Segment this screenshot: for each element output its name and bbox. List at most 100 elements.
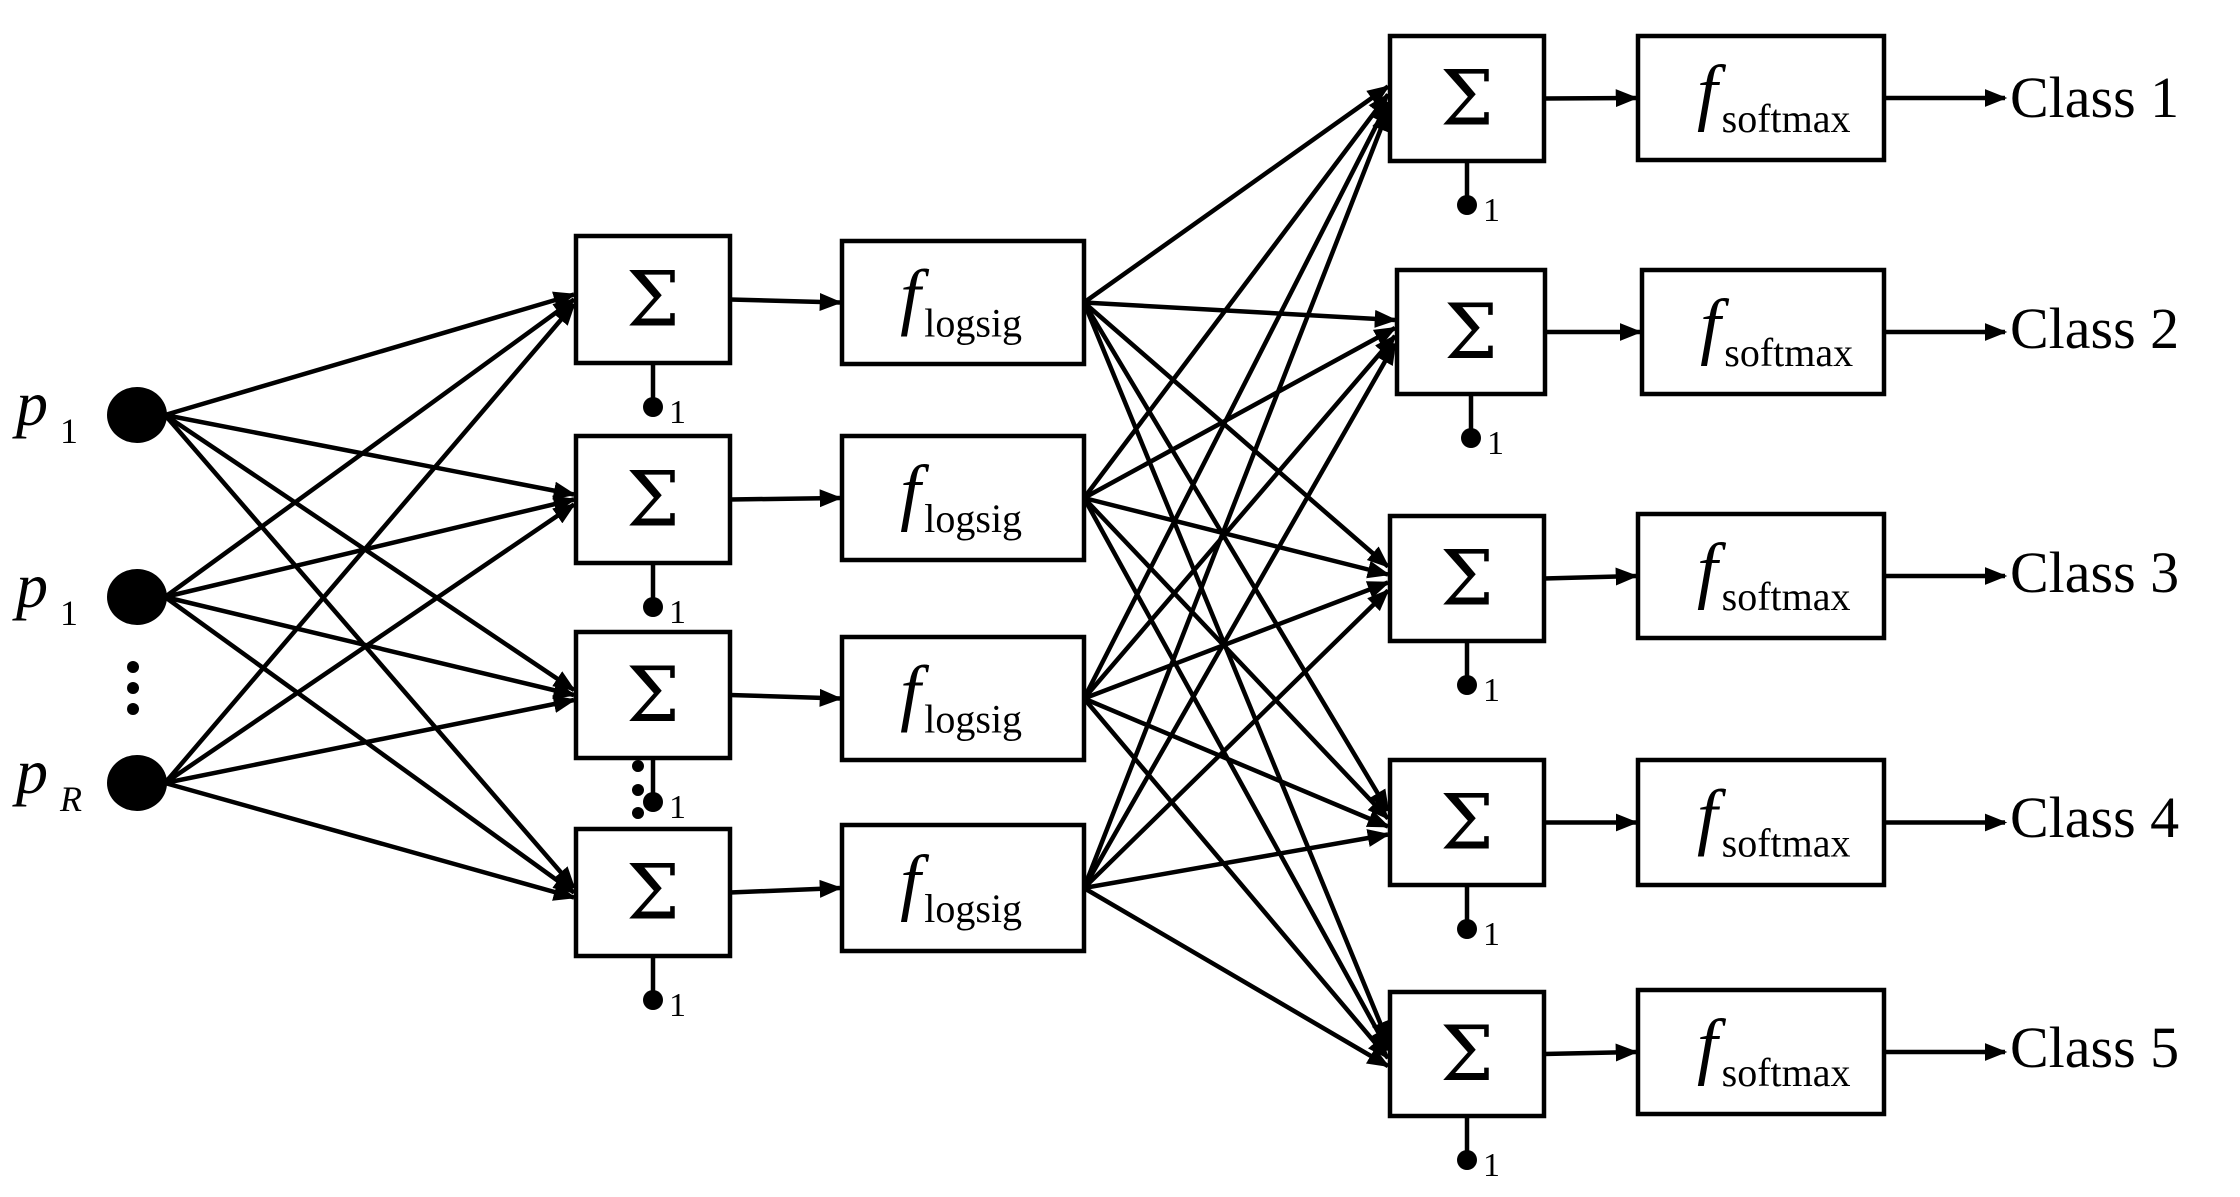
output-activation-1-subscript: softmax bbox=[1722, 96, 1851, 141]
edge-hidden-2-to-output-sum-4 bbox=[1082, 496, 1390, 821]
output-sum-node-3-bias-label: 1 bbox=[1483, 672, 1500, 709]
edge-hidden-1-to-output-sum-5 bbox=[1081, 301, 1391, 1045]
edge-hidden-3-to-output-sum-2 bbox=[1082, 334, 1397, 700]
hidden-sum-node-3-symbol: Σ bbox=[626, 650, 680, 739]
output-sum-node-3-bias-dot bbox=[1457, 675, 1477, 695]
connection-edges bbox=[163, 84, 2008, 1068]
hidden-ellipsis-dot-1 bbox=[632, 760, 644, 772]
input-label-3: p bbox=[12, 736, 48, 807]
edge-input-2-to-hidden-sum-4 bbox=[163, 595, 576, 895]
edge-input-3-to-hidden-sum-2 bbox=[163, 502, 576, 785]
hidden-sum-node-4-box bbox=[573, 826, 733, 959]
output-sum-node-5-box bbox=[1387, 989, 1547, 1119]
hidden-ellipsis-dot-3 bbox=[632, 807, 644, 819]
hidden-sum-node-3-bias-dot bbox=[643, 792, 663, 812]
edge-input-3-to-hidden-sum-1 bbox=[163, 302, 576, 785]
class-label-5: Class 5 bbox=[2010, 1015, 2179, 1080]
edge-hidden-4-to-output-sum-4 bbox=[1083, 829, 1391, 891]
hidden-activation-3-box bbox=[839, 634, 1087, 763]
output-sum-node-4-symbol: Σ bbox=[1440, 778, 1494, 867]
edge-hidden-1-to-output-sum-3 bbox=[1082, 300, 1390, 569]
output-activation-3-box bbox=[1635, 511, 1887, 641]
input-node-2 bbox=[107, 569, 167, 625]
output-activation-2-box bbox=[1639, 267, 1887, 397]
output-activation-1-box bbox=[1635, 33, 1887, 163]
output-activation-4-subscript: softmax bbox=[1722, 821, 1851, 866]
edge-input-2-to-hidden-sum-2 bbox=[164, 495, 577, 600]
hidden-sum-node-1-bias-dot bbox=[643, 397, 663, 417]
class-label-2: Class 2 bbox=[2010, 296, 2179, 361]
hidden-sum-node-2-bias-dot bbox=[643, 597, 663, 617]
edge-input-3-to-hidden-sum-3 bbox=[164, 695, 577, 786]
hidden-activation-4-box bbox=[839, 822, 1087, 954]
output-sum-node-1-symbol: Σ bbox=[1440, 54, 1494, 143]
input-subscript-3: R bbox=[59, 779, 82, 819]
output-sum-node-2-box bbox=[1394, 267, 1548, 397]
output-sum-node-5-bias-dot bbox=[1457, 1150, 1477, 1170]
input-subscript-2: 1 bbox=[60, 593, 78, 633]
class-label-3: Class 3 bbox=[2010, 540, 2179, 605]
output-sum-node-5-bias-label: 1 bbox=[1483, 1147, 1500, 1184]
edge-output-sum-5-to-activation bbox=[1543, 1043, 1639, 1062]
input-label-1: p bbox=[12, 368, 48, 439]
hidden-sum-node-3-bias-label: 1 bbox=[669, 789, 686, 826]
edge-input-3-to-hidden-sum-4 bbox=[164, 780, 577, 901]
hidden-sum-node-1-symbol: Σ bbox=[626, 255, 680, 344]
edge-hidden-3-to-output-sum-1 bbox=[1081, 100, 1391, 700]
hidden-activation-2-subscript: logsig bbox=[924, 496, 1022, 541]
edge-output-sum-1-to-activation bbox=[1543, 89, 1639, 108]
output-sum-node-1-box bbox=[1387, 33, 1547, 164]
hidden-sum-node-3-box bbox=[573, 629, 733, 761]
edge-hidden-sum-1-to-activation bbox=[729, 292, 843, 311]
input-node-3 bbox=[107, 755, 167, 811]
hidden-activation-1-subscript: logsig bbox=[924, 301, 1022, 346]
output-activation-4-box bbox=[1635, 757, 1887, 888]
output-sum-node-4-bias-label: 1 bbox=[1483, 916, 1500, 953]
hidden-sum-node-4-bias-dot bbox=[643, 990, 663, 1010]
input-ellipsis-dot-2 bbox=[127, 682, 139, 694]
output-sum-node-1-bias-dot bbox=[1457, 195, 1477, 215]
edge-hidden-4-to-output-sum-1 bbox=[1081, 108, 1391, 889]
hidden-sum-node-4-symbol: Σ bbox=[626, 848, 680, 937]
edge-hidden-4-to-output-sum-5 bbox=[1082, 886, 1390, 1068]
hidden-activation-2-box bbox=[839, 433, 1087, 563]
hidden-activation-1-box bbox=[839, 238, 1087, 367]
hidden-sum-node-2-bias-label: 1 bbox=[669, 594, 686, 631]
edge-output-sum-3-to-activation bbox=[1543, 567, 1639, 586]
output-activation-5-box bbox=[1635, 987, 1887, 1117]
input-ellipsis-dot-1 bbox=[127, 661, 139, 673]
input-node-1 bbox=[107, 387, 167, 443]
edge-hidden-2-to-output-sum-2 bbox=[1082, 326, 1397, 500]
output-activation-3-subscript: softmax bbox=[1722, 574, 1851, 619]
output-sum-node-2-symbol: Σ bbox=[1444, 287, 1498, 376]
output-sum-node-1-bias-label: 1 bbox=[1483, 192, 1500, 229]
hidden-sum-node-2-box bbox=[573, 433, 733, 566]
hidden-activation-3-subscript: logsig bbox=[924, 697, 1022, 742]
output-sum-node-4-bias-dot bbox=[1457, 919, 1477, 939]
output-sum-node-3-box bbox=[1387, 513, 1547, 644]
edge-input-1-to-hidden-sum-4 bbox=[163, 413, 576, 890]
class-label-1: Class 1 bbox=[2010, 65, 2179, 130]
output-sum-node-2-bias-label: 1 bbox=[1487, 425, 1504, 462]
output-sum-node-2-bias-dot bbox=[1461, 428, 1481, 448]
edge-hidden-4-to-output-sum-3 bbox=[1082, 588, 1390, 890]
edge-input-1-to-hidden-sum-2 bbox=[164, 412, 577, 500]
edge-hidden-sum-2-to-activation bbox=[729, 489, 843, 508]
hidden-sum-node-1-bias-label: 1 bbox=[669, 394, 686, 431]
class-label-4: Class 4 bbox=[2010, 785, 2179, 850]
edge-hidden-1-to-output-sum-2 bbox=[1083, 300, 1398, 328]
hidden-sum-node-4-bias-label: 1 bbox=[669, 987, 686, 1024]
edge-hidden-3-to-output-sum-3 bbox=[1083, 580, 1391, 701]
edge-hidden-3-to-output-sum-4 bbox=[1083, 696, 1391, 829]
hidden-ellipsis-dot-2 bbox=[632, 784, 644, 796]
edge-hidden-4-to-output-sum-2 bbox=[1082, 342, 1397, 890]
edge-hidden-1-to-output-sum-1 bbox=[1082, 84, 1390, 305]
hidden-sum-node-2-symbol: Σ bbox=[626, 455, 680, 544]
output-sum-node-3-symbol: Σ bbox=[1440, 534, 1494, 623]
hidden-sum-node-1-box bbox=[573, 233, 733, 366]
edge-input-2-to-hidden-sum-1 bbox=[163, 297, 576, 599]
edge-hidden-2-to-output-sum-5 bbox=[1082, 496, 1390, 1052]
edge-input-1-to-hidden-sum-3 bbox=[163, 413, 576, 692]
